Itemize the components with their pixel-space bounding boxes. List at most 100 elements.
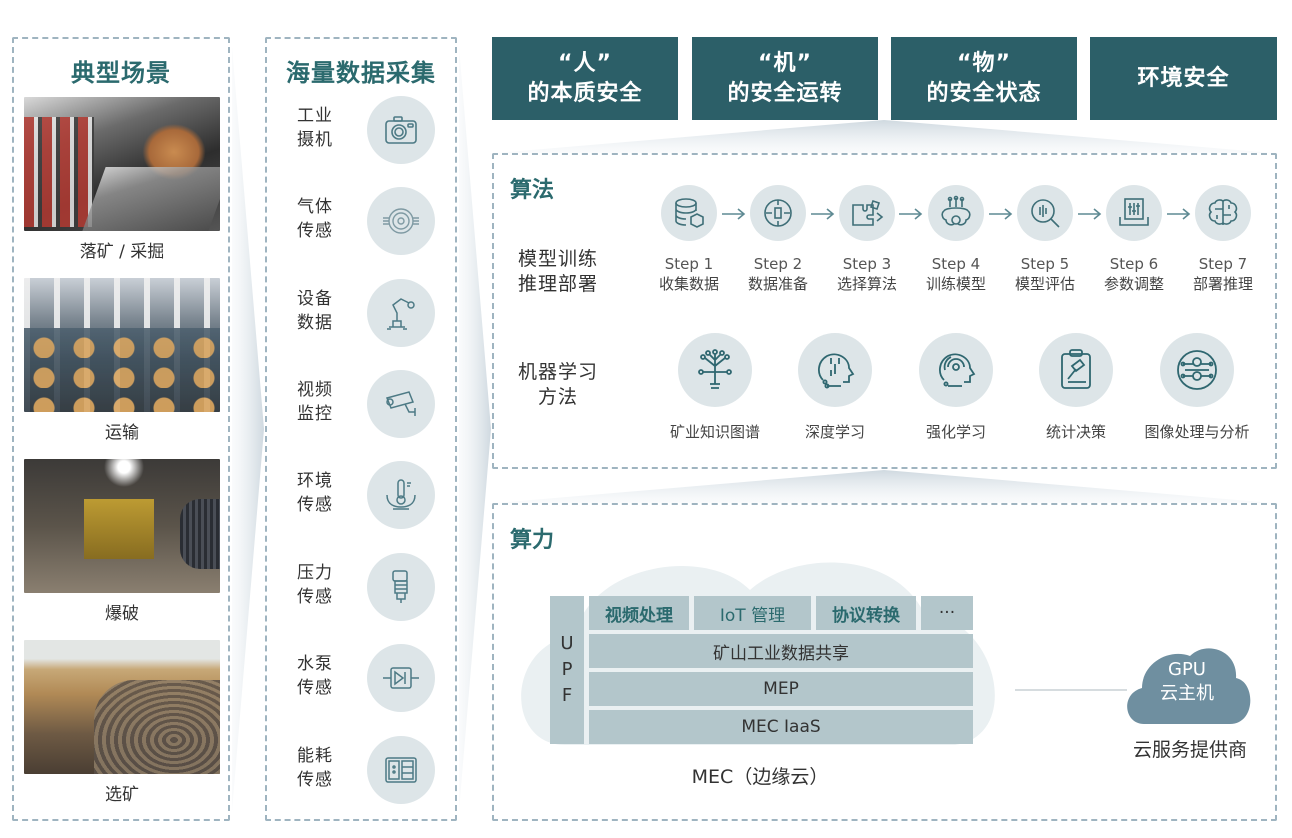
scene-label: 爆破 — [105, 604, 139, 624]
step-name: 模型评估 — [1014, 275, 1075, 293]
step-number: Step 4 — [931, 255, 981, 273]
scene-label: 选矿 — [105, 785, 139, 805]
method-name: 矿业知识图谱 — [669, 423, 760, 441]
step-number: Step 3 — [842, 255, 892, 273]
category-object-safety: “物” 的安全状态 — [891, 37, 1077, 120]
fan-connector — [497, 470, 1272, 503]
sensor-label-line2: 传感 — [297, 770, 333, 790]
upf-letter: U — [560, 633, 574, 654]
head-target-icon — [919, 333, 993, 407]
mec-edge-cloud-label: MEC（边缘云） — [691, 766, 829, 788]
arrow-right-icon — [1078, 208, 1102, 220]
sensor-label-line1: 环境 — [297, 471, 333, 491]
sliders-icon — [1106, 185, 1162, 241]
sensor-label-line2: 传感 — [297, 221, 333, 241]
step-number: Step 1 — [664, 255, 714, 273]
sensor-label-line1: 工业 — [297, 106, 333, 126]
category-machine-safety: “机” 的安全运转 — [692, 37, 878, 120]
fan-connector — [459, 47, 491, 811]
arrow-right-icon — [1167, 208, 1191, 220]
sensor-item: 视频监控 — [267, 370, 455, 440]
category-line1: “物” — [957, 50, 1011, 76]
pressure-sensor-icon — [367, 553, 435, 621]
typical-scenes-panel: 典型场景 落矿 / 采掘 运输 爆破 选矿 — [12, 37, 230, 821]
puzzle-icon — [839, 185, 895, 241]
step-name: 训练模型 — [925, 275, 986, 293]
training-label: 模型训练 推理部署 — [508, 247, 608, 297]
fan-connector — [232, 47, 264, 811]
category-line1: “机” — [758, 50, 812, 76]
scene-label: 运输 — [105, 423, 139, 443]
arrow-right-icon — [722, 208, 746, 220]
sensor-item: 气体传感 — [267, 187, 455, 257]
brain-gear-icon — [928, 185, 984, 241]
layer-mec-iaas: MEC IaaS — [589, 710, 973, 744]
scene-item: 爆破 — [24, 459, 220, 624]
robot-arm-icon — [367, 279, 435, 347]
step-name: 参数调整 — [1103, 275, 1164, 293]
method-item: 深度学习 — [770, 333, 900, 442]
step-item: Step 2 数据准备 — [736, 185, 820, 294]
category-line2: 的安全运转 — [727, 80, 843, 106]
method-name: 深度学习 — [804, 423, 865, 441]
upf-column: U P F — [550, 596, 584, 744]
head-circuit-icon — [798, 333, 872, 407]
circuit-brain-icon — [1195, 185, 1251, 241]
sensor-label-line1: 压力 — [297, 563, 333, 583]
arrow-right-icon — [899, 208, 923, 220]
sensor-item: 压力传感 — [267, 553, 455, 623]
category-human-safety: “人” 的本质安全 — [492, 37, 678, 120]
arrow-right-icon — [989, 208, 1013, 220]
blasting-tunnel-photo — [24, 459, 220, 593]
algorithm-title: 算法 — [510, 178, 555, 203]
step-name: 数据准备 — [747, 275, 808, 293]
sensor-label-line2: 传感 — [297, 587, 333, 607]
app-video-processing: 视频处理 — [589, 596, 689, 630]
category-line1: 环境安全 — [1137, 65, 1230, 91]
database-icon — [661, 185, 717, 241]
cctv-camera-icon — [367, 370, 435, 438]
fan-connector — [497, 120, 1272, 153]
step-number: Step 5 — [1020, 255, 1070, 273]
step-name: 收集数据 — [658, 275, 719, 293]
category-line1: “人” — [558, 50, 612, 76]
step-item: Step 4 训练模型 — [914, 185, 998, 294]
method-name: 强化学习 — [925, 423, 986, 441]
method-item: 矿业知识图谱 — [650, 333, 780, 442]
data-collection-panel: 海量数据采集 工业摄机 气体传感 设备数据 视频监控 环境传感 压力传感 — [265, 37, 457, 821]
step-number: Step 6 — [1109, 255, 1159, 273]
algorithm-panel — [492, 153, 1277, 469]
open-pit-photo — [24, 640, 220, 774]
method-item: 图像处理与分析 — [1132, 333, 1262, 442]
sensor-label-line2: 数据 — [297, 313, 333, 333]
cloud-provider-label: 云服务提供商 — [1132, 739, 1247, 761]
energy-meter-icon — [367, 736, 435, 804]
network-nodes-icon — [1160, 333, 1234, 407]
category-line2: 的本质安全 — [527, 80, 643, 106]
magnifier-icon — [1017, 185, 1073, 241]
step-item: Step 7 部署推理 — [1181, 185, 1265, 294]
sensor-item: 设备数据 — [267, 279, 455, 349]
sensor-label-line2: 传感 — [297, 495, 333, 515]
sensor-item: 水泵传感 — [267, 644, 455, 714]
gpu-line1: GPU — [1168, 659, 1206, 680]
ml-label-line2: 方法 — [537, 386, 578, 408]
sensor-label-line2: 摄机 — [297, 130, 333, 150]
sensor-item: 工业摄机 — [267, 96, 455, 166]
app-more: ··· — [921, 596, 973, 630]
layer-mep: MEP — [589, 672, 973, 706]
scenes-title: 典型场景 — [71, 59, 171, 87]
upf-letter: P — [561, 659, 573, 680]
scene-item: 落矿 / 采掘 — [24, 97, 220, 262]
upf-letter: F — [561, 685, 573, 706]
training-label-line1: 模型训练 — [517, 248, 598, 270]
sensor-item: 能耗传感 — [267, 736, 455, 806]
arrow-right-icon — [811, 208, 835, 220]
sensor-label-line2: 传感 — [297, 678, 333, 698]
compute-title: 算力 — [510, 528, 555, 553]
gavel-clipboard-icon — [1039, 333, 1113, 407]
data-prep-icon — [750, 185, 806, 241]
layer-data-sharing: 矿山工业数据共享 — [589, 634, 973, 668]
step-item: Step 5 模型评估 — [1003, 185, 1087, 294]
gpu-cloud-icon — [1127, 648, 1251, 724]
